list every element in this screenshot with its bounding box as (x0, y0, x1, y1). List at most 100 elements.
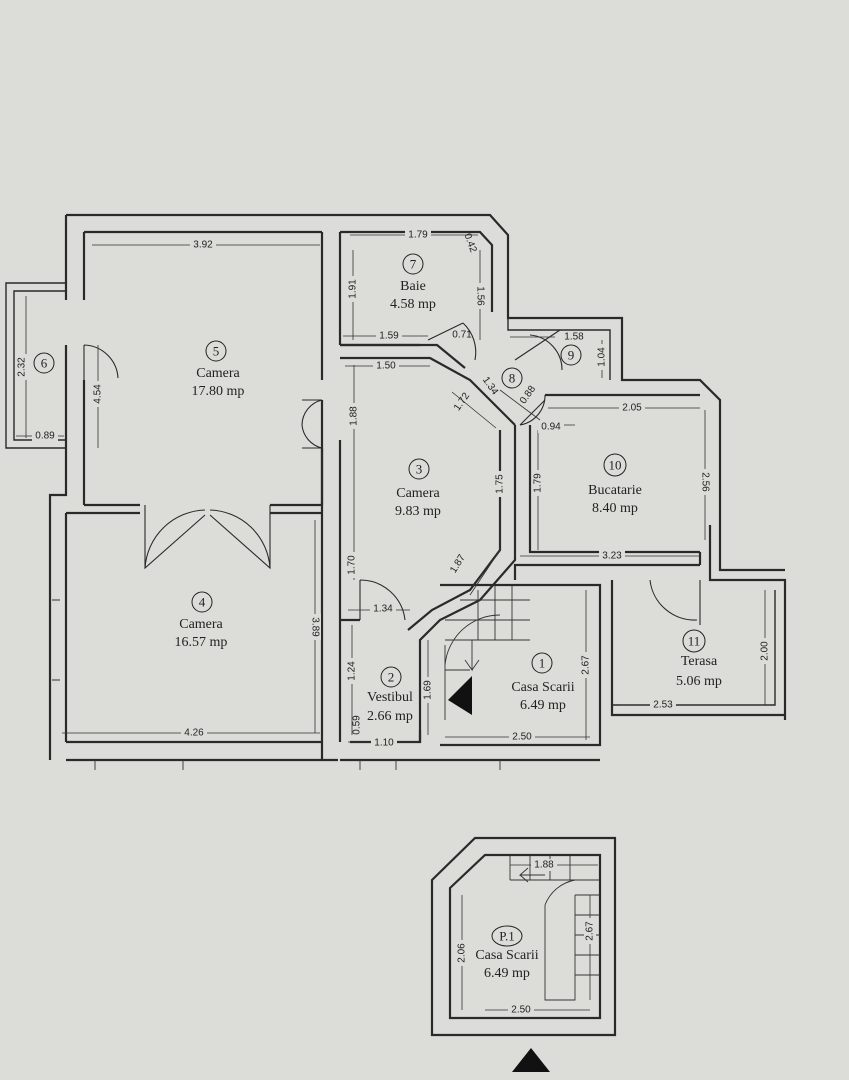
plan-label: 1.88 (349, 406, 360, 426)
label-background (759, 638, 771, 664)
plan-label: 1.70 (347, 555, 358, 575)
dim-label: 2.32 (16, 354, 32, 380)
label-background (32, 430, 58, 442)
plan-label: 5 (213, 344, 220, 359)
dim-label: 2.06 (456, 940, 468, 966)
room-camera-5: 5 Camera 17.80 mp (192, 340, 245, 399)
plan-line (52, 599, 60, 681)
plan-line (544, 895, 576, 1001)
plan-line (519, 394, 546, 426)
room-number-circle (380, 666, 402, 688)
plan-label: 1.87 (448, 552, 468, 575)
stairs-p1 (430, 836, 617, 1037)
plan-line (514, 329, 561, 361)
dim-label: 1.91 (347, 276, 359, 302)
label-background (531, 859, 557, 871)
label-background (599, 550, 625, 562)
plan-label: 9.83 mp (395, 504, 441, 519)
plan-line (528, 425, 700, 554)
plan-line (562, 329, 611, 380)
plan-label: 6 (41, 356, 48, 371)
plan-line (340, 356, 516, 426)
room-bucatarie: 10 Bucatarie 8.40 mp (588, 453, 642, 516)
plan-line (445, 590, 770, 740)
plan-label: 2.56 (700, 472, 711, 492)
plan-label: P.1 (499, 929, 515, 944)
plan-label: 1.75 (495, 474, 506, 494)
plan-label: Bucatarie (588, 483, 642, 498)
dim-label: 1.69 (422, 677, 434, 703)
room-terasa: 11 Terasa 5.06 mp (676, 629, 722, 689)
dim-label: 1.04 (596, 344, 608, 370)
dim-label: 1.50 (373, 360, 399, 372)
plan-line (509, 855, 571, 880)
plan-line (83, 344, 119, 380)
plan-label: 1.59 (379, 331, 399, 342)
label-background (92, 381, 104, 407)
plan-line (518, 867, 545, 883)
label-background (580, 652, 592, 678)
dim-label: 0.89 (32, 430, 58, 442)
plan-label: 1.56 (475, 286, 486, 306)
plan-line (94, 760, 501, 770)
room-baie: 7 Baie 4.58 mp (390, 253, 436, 312)
room-number-circle (205, 340, 227, 362)
label-background (699, 469, 711, 495)
label-background (456, 940, 468, 966)
label-background (373, 360, 399, 372)
walls (5, 213, 787, 762)
plan-label: 3.23 (602, 551, 622, 562)
plan-label: 3.92 (193, 240, 213, 251)
dim-label: 1.88 (348, 403, 360, 429)
label-background (584, 918, 596, 944)
plan-line (418, 425, 517, 742)
plan-line (430, 836, 617, 1037)
label-background (596, 344, 608, 370)
plan-label: 3.89 (310, 617, 321, 637)
plan-line (5, 282, 66, 449)
plan-label: 4 (199, 595, 206, 610)
plan-label: 17.80 mp (192, 384, 245, 399)
plan-label: 8 (509, 371, 516, 386)
plan-label: 10 (609, 458, 622, 473)
plan-label: 9 (568, 348, 575, 363)
plan-label: Vestibul (367, 690, 413, 705)
plan-label: 5.06 mp (676, 674, 722, 689)
plan-label: 7 (410, 257, 417, 272)
label-background (650, 699, 676, 711)
dim-label: 1.79 (405, 229, 431, 241)
plan-line (510, 879, 600, 906)
dim-label: 2.50 (509, 731, 535, 743)
dim-label: 2.00 (759, 638, 771, 664)
plan-label: 2.53 (653, 700, 673, 711)
room-8: 8 (501, 367, 523, 389)
plan-label: 2.67 (585, 921, 596, 941)
dim-label: 3.89 (309, 614, 321, 640)
plan-label: 0.94 (541, 422, 561, 433)
dim-label: 4.54 (92, 381, 104, 407)
plan-label: 2.06 (457, 943, 468, 963)
label-background (370, 603, 396, 615)
room-number-circle (603, 453, 627, 477)
plan-line (48, 215, 68, 760)
plan-label: 2.67 (581, 655, 592, 675)
label-background (371, 737, 397, 749)
dim-label: 1.58 (561, 331, 587, 343)
room-labels: 1 Casa Scarii 6.49 mp 2 Vestibul 2.66 mp… (33, 253, 722, 981)
plan-line (649, 579, 701, 625)
dim-label: 0.94 (538, 421, 564, 433)
plan-line (718, 525, 785, 572)
plan-label: 1.24 (347, 661, 358, 681)
plan-label: 2.66 mp (367, 709, 413, 724)
plan-line (359, 579, 406, 621)
plan-line (320, 400, 342, 760)
dim-label: 2.05 (619, 402, 645, 414)
dim-label: 2.50 (508, 1004, 534, 1016)
dim-label: 1.10 (371, 737, 397, 749)
plan-label: 0.59 (352, 715, 363, 735)
plan-label: 4.26 (184, 728, 204, 739)
label-background (190, 239, 216, 251)
dim-label: 3.23 (599, 550, 625, 562)
dim-label: 1.70 (346, 552, 358, 578)
